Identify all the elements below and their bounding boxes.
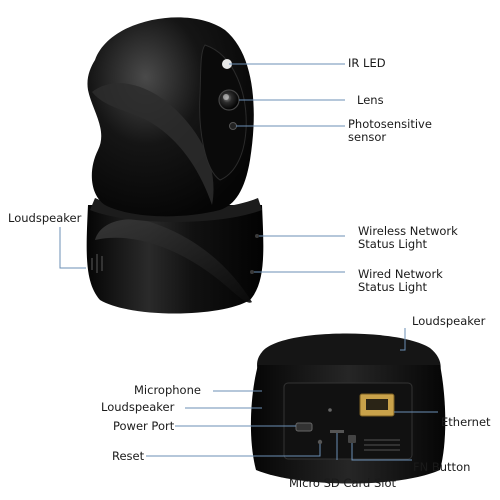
loudspeaker-grille <box>91 254 103 273</box>
base-swoosh <box>95 219 252 303</box>
leader-lines <box>59 63 438 461</box>
label-wireless-status-light: Wireless Network Status Light <box>358 225 458 251</box>
camera-face <box>199 44 247 181</box>
label-loudspeaker-main: Loudspeaker <box>8 211 82 225</box>
label-wireless-line2: Status Light <box>358 237 427 251</box>
label-loudspeaker-bottom: Loudspeaker <box>101 400 175 414</box>
fn-button <box>348 435 356 443</box>
photosensitive-sensor <box>229 122 237 130</box>
microphone-hole <box>328 408 332 412</box>
wireless-status-light <box>255 234 259 238</box>
label-microphone: Microphone <box>134 383 201 397</box>
label-wired-line1: Wired Network <box>358 267 443 281</box>
label-ir-led: IR LED <box>348 56 386 70</box>
label-wireless-line1: Wireless Network <box>358 224 458 238</box>
label-photosensitive-line1: Photosensitive <box>348 117 432 131</box>
camera-rear-view <box>250 333 446 484</box>
camera-front-view <box>86 17 264 314</box>
rear-loudspeaker-grille <box>364 439 400 451</box>
label-wired-line2: Status Light <box>358 280 427 294</box>
wired-status-light <box>250 270 254 274</box>
label-photosensitive-line2: sensor <box>348 130 387 144</box>
label-micro-sd: Micro SD Card Slot <box>289 476 397 490</box>
label-wired-status-light: Wired Network Status Light <box>358 268 443 294</box>
label-fn-button: FN Button <box>413 460 471 474</box>
label-ethernet: Ethernet <box>441 415 491 429</box>
label-loudspeaker-rear: Loudspeaker <box>412 314 486 328</box>
label-lens: Lens <box>357 93 384 107</box>
power-port <box>295 422 313 432</box>
micro-sd-slot <box>330 430 344 433</box>
label-reset: Reset <box>112 449 145 463</box>
label-power-port: Power Port <box>113 419 175 433</box>
rear-head <box>257 333 441 372</box>
head-swoosh <box>92 83 214 205</box>
ir-led <box>222 59 232 69</box>
reset-hole <box>317 439 323 445</box>
label-photosensitive-sensor: Photosensitive sensor <box>348 118 432 144</box>
lens <box>218 89 240 111</box>
